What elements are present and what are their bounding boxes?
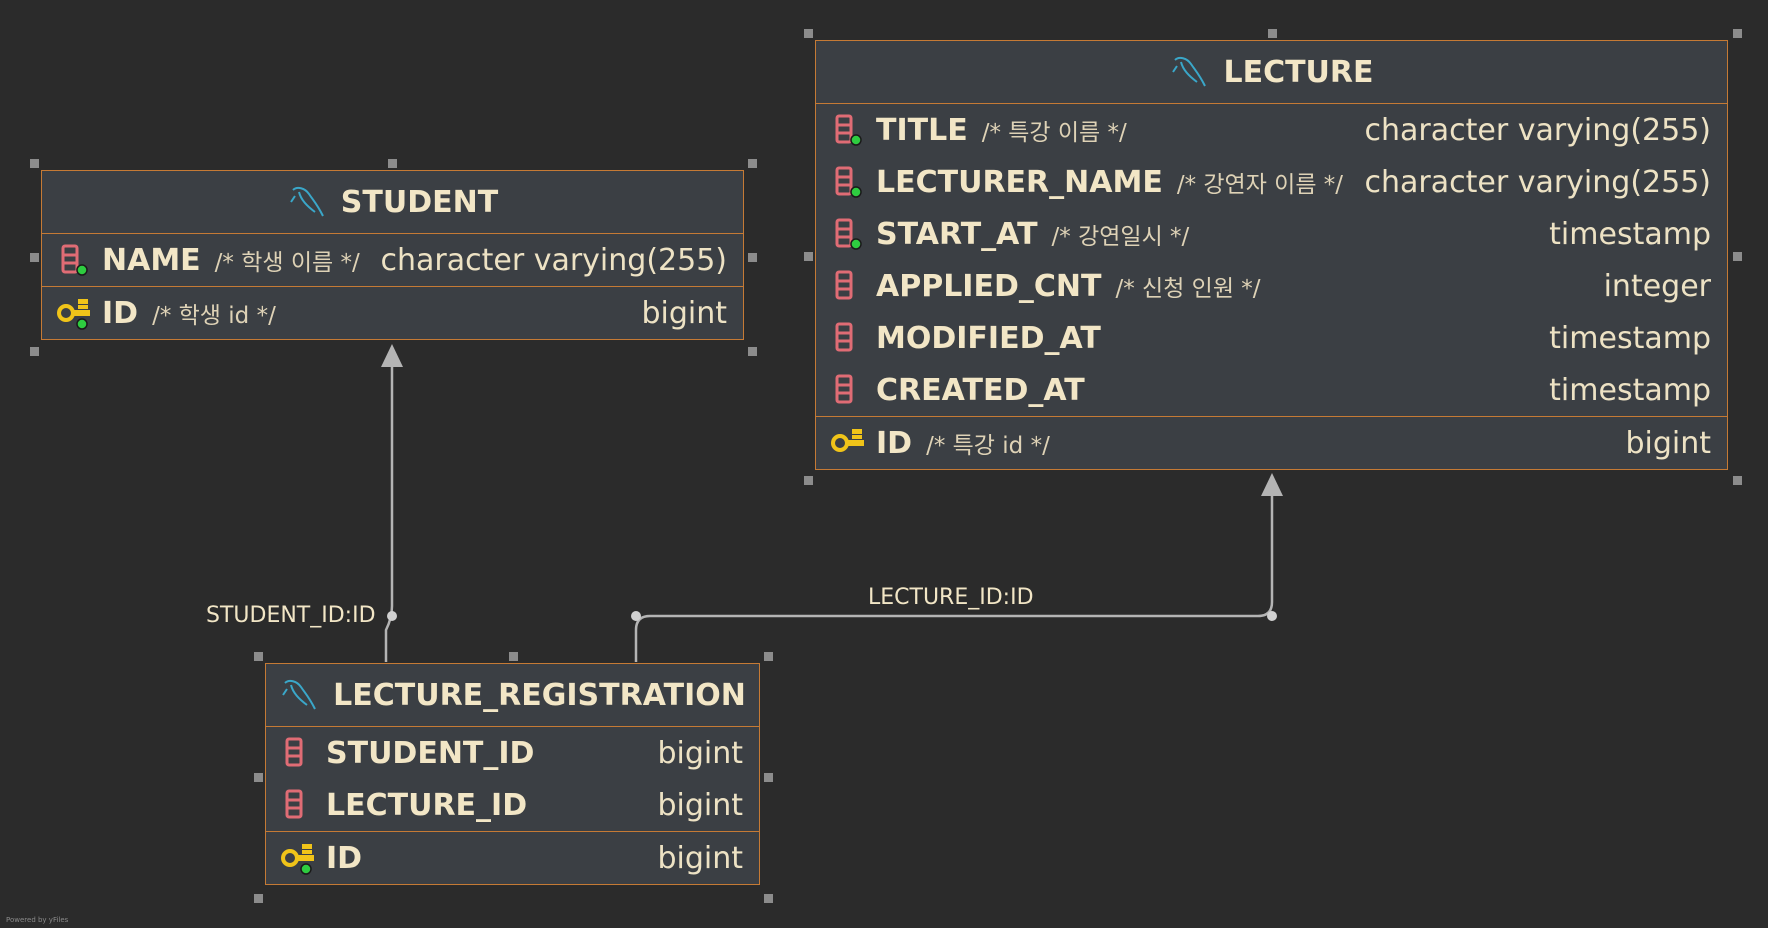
mysql-dolphin-icon — [289, 186, 324, 217]
column-icon — [835, 270, 853, 300]
column-type: timestamp — [1549, 320, 1711, 356]
key-icon — [831, 429, 864, 452]
column-row[interactable]: MODIFIED_AT timestamp — [816, 312, 1727, 364]
column-name: CREATED_AT — [876, 372, 1085, 408]
column-type: bigint — [657, 840, 743, 876]
column-comment: /* 특강 id */ — [926, 433, 1050, 459]
column-name: NAME — [102, 242, 201, 278]
column-type: bigint — [657, 735, 743, 771]
selection-handle[interactable] — [254, 894, 263, 903]
column-comment: /* 신청 인원 */ — [1115, 276, 1261, 302]
column-icon — [285, 789, 303, 819]
column-type: character varying(255) — [1364, 164, 1711, 200]
table-title: STUDENT — [340, 184, 499, 220]
mysql-dolphin-icon — [1172, 56, 1207, 87]
column-comment: /* 강연일시 */ — [1051, 224, 1190, 250]
column-row[interactable]: STUDENT_ID bigint — [266, 727, 759, 779]
column-type: character varying(255) — [1364, 112, 1711, 148]
table-student[interactable]: STUDENT NAME /* 학생 이름 */ character varyi… — [41, 170, 744, 340]
selection-handle[interactable] — [254, 652, 263, 661]
selection-handle[interactable] — [388, 159, 397, 168]
column-name: ID — [876, 425, 913, 461]
selection-handle[interactable] — [748, 347, 757, 356]
table-title: LECTURE — [1223, 54, 1374, 90]
column-comment: /* 강연자 이름 */ — [1176, 172, 1344, 198]
column-icon — [835, 218, 862, 250]
key-icon — [57, 299, 90, 330]
selection-handle[interactable] — [1733, 29, 1742, 38]
selection-handle[interactable] — [764, 773, 773, 782]
column-icon — [835, 322, 853, 352]
column-comment: /* 학생 id */ — [152, 303, 276, 329]
bend-point[interactable] — [1267, 611, 1277, 621]
selection-handle[interactable] — [764, 652, 773, 661]
column-name: STUDENT_ID — [326, 735, 535, 771]
column-icon — [61, 244, 88, 276]
column-comment: /* 학생 이름 */ — [214, 250, 360, 276]
selection-handle[interactable] — [30, 253, 39, 262]
column-type: timestamp — [1549, 372, 1711, 408]
mysql-dolphin-icon — [282, 679, 317, 710]
selection-handle[interactable] — [1733, 476, 1742, 485]
key-icon — [281, 844, 314, 875]
column-name: MODIFIED_AT — [876, 320, 1101, 356]
column-type: bigint — [1625, 425, 1711, 461]
selection-handle[interactable] — [254, 773, 263, 782]
selection-handle[interactable] — [764, 894, 773, 903]
arrowhead-student — [381, 344, 403, 367]
table-header[interactable]: STUDENT — [42, 171, 743, 234]
column-icon — [285, 737, 303, 767]
watermark: Powered by yFiles — [6, 916, 69, 924]
edge-lecture-fk[interactable] — [634, 486, 1274, 662]
primary-key-row[interactable]: ID /* 특강 id */ bigint — [816, 417, 1727, 469]
column-row[interactable]: TITLE /* 특강 이름 */ character varying(255) — [816, 104, 1727, 156]
column-type: bigint — [641, 295, 727, 331]
column-comment: /* 특강 이름 */ — [981, 120, 1127, 146]
column-row[interactable]: CREATED_AT timestamp — [816, 364, 1727, 416]
column-name: START_AT — [876, 216, 1038, 252]
edge-label-lecture-fk: LECTURE_ID:ID — [868, 585, 1034, 610]
table-lecture-registration[interactable]: LECTURE_REGISTRATION STUDENT_ID bigint L… — [265, 663, 760, 885]
bend-point[interactable] — [387, 611, 397, 621]
bend-point[interactable] — [631, 611, 641, 621]
column-type: timestamp — [1549, 216, 1711, 252]
column-name: ID — [326, 840, 363, 876]
selection-handle[interactable] — [804, 476, 813, 485]
table-header[interactable]: LECTURE_REGISTRATION — [266, 664, 759, 727]
primary-key-row[interactable]: ID bigint — [266, 832, 759, 884]
arrowhead-lecture — [1261, 473, 1283, 496]
column-name: LECTURER_NAME — [876, 164, 1163, 200]
column-name: TITLE — [876, 112, 968, 148]
column-name: LECTURE_ID — [326, 787, 528, 823]
column-type: bigint — [657, 787, 743, 823]
column-icon — [835, 114, 862, 146]
selection-handle[interactable] — [1733, 252, 1742, 261]
column-type: integer — [1603, 268, 1711, 304]
selection-handle[interactable] — [748, 159, 757, 168]
column-row[interactable]: LECTURE_ID bigint — [266, 779, 759, 831]
table-title: LECTURE_REGISTRATION — [333, 677, 746, 713]
column-row[interactable]: START_AT /* 강연일시 */ timestamp — [816, 208, 1727, 260]
primary-key-row[interactable]: ID /* 학생 id */ bigint — [42, 287, 743, 339]
column-name: APPLIED_CNT — [876, 268, 1102, 304]
selection-handle[interactable] — [804, 29, 813, 38]
column-icon — [835, 166, 862, 198]
selection-handle[interactable] — [30, 347, 39, 356]
column-icon — [835, 374, 853, 404]
table-lecture[interactable]: LECTURE TITLE /* 특강 이름 */ character vary… — [815, 40, 1728, 470]
edge-label-student-fk: STUDENT_ID:ID — [206, 603, 376, 628]
column-row[interactable]: LECTURER_NAME /* 강연자 이름 */ character var… — [816, 156, 1727, 208]
column-name: ID — [102, 295, 139, 331]
selection-handle[interactable] — [1268, 29, 1277, 38]
selection-handle[interactable] — [509, 652, 518, 661]
selection-handle[interactable] — [804, 252, 813, 261]
selection-handle[interactable] — [30, 159, 39, 168]
column-row[interactable]: APPLIED_CNT /* 신청 인원 */ integer — [816, 260, 1727, 312]
column-row[interactable]: NAME /* 학생 이름 */ character varying(255) — [42, 234, 743, 286]
column-type: character varying(255) — [380, 242, 727, 278]
selection-handle[interactable] — [748, 253, 757, 262]
table-header[interactable]: LECTURE — [816, 41, 1727, 104]
